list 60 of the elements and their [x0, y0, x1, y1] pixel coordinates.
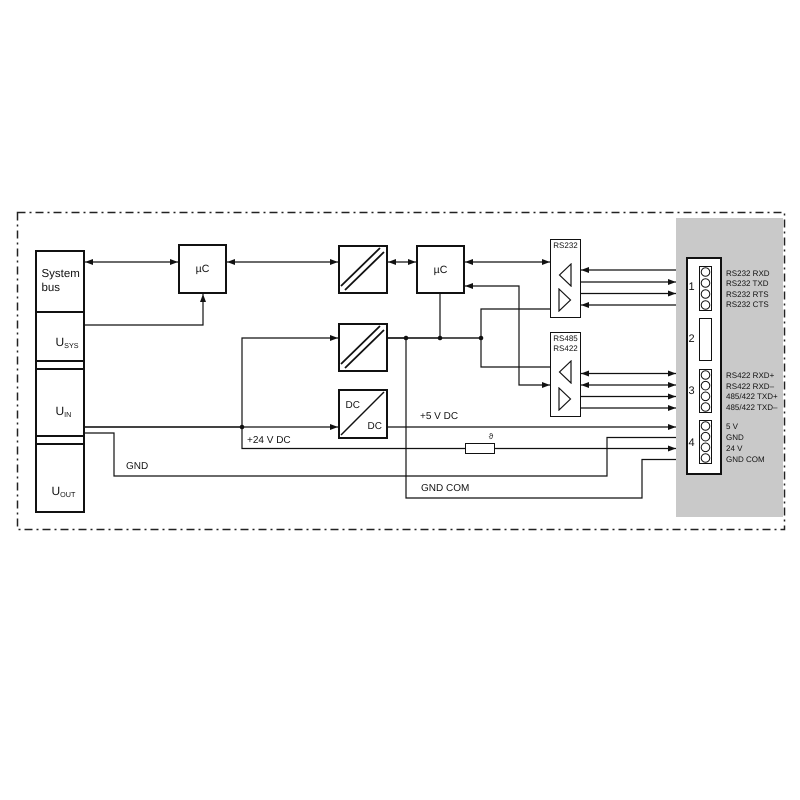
pin-label: RS422 RXD+ [726, 371, 774, 381]
pin-label: 485/422 TXD– [726, 402, 778, 412]
system-bus-block [35, 250, 85, 313]
arrow [581, 394, 676, 400]
block-label: DC [368, 420, 382, 432]
pin-label: 5 V [726, 422, 738, 432]
edge-label: GND [125, 461, 150, 472]
edge-label: GND COM [420, 483, 470, 494]
connector-number: 4 [688, 436, 695, 450]
pin-label: RS232 RTS [726, 290, 769, 300]
pin-label: 24 V [726, 444, 742, 454]
block-label: µC [196, 262, 210, 276]
arrow [85, 294, 206, 326]
pin-label: RS232 RXD [726, 269, 770, 279]
edge-label: +24 V DC [246, 434, 292, 446]
block-label: U$_{OUT}$ [52, 484, 76, 498]
double-arrow [85, 259, 178, 265]
pin-label: 485/422 TXD+ [726, 392, 778, 402]
double-arrow [388, 259, 416, 265]
microcontroller-block [416, 245, 465, 294]
arrow [495, 446, 676, 452]
pin-label: RS232 TXD [726, 279, 769, 289]
block-label: RS485 RS422 [553, 334, 578, 354]
double-arrow [465, 283, 550, 388]
connector-line [388, 337, 676, 499]
connector-panel [676, 218, 783, 517]
double-arrow [465, 259, 550, 265]
double-arrow [581, 370, 676, 376]
supply-block [35, 368, 85, 437]
block-label: U$_{IN}$ [56, 404, 72, 418]
double-arrow [581, 382, 676, 388]
block-label: DC [346, 400, 360, 411]
pin-label: RS422 RXD– [726, 382, 774, 392]
connector-line [85, 426, 465, 450]
arrow [581, 279, 676, 285]
block-label: System bus [42, 266, 80, 296]
connector-line [85, 432, 676, 477]
microcontroller-block [178, 244, 227, 294]
double-arrow [227, 259, 338, 265]
arrow [581, 267, 676, 273]
connector-number: 2 [688, 332, 695, 346]
arrow [581, 302, 676, 308]
arrow [581, 290, 676, 296]
block-label: µC [434, 263, 448, 276]
arrow [581, 405, 676, 411]
supply-block [35, 313, 85, 362]
pin-label: RS232 CTS [726, 300, 769, 310]
arrow [388, 424, 676, 430]
connector-number: 1 [688, 280, 695, 294]
interface-block [550, 332, 581, 417]
terminal-block [686, 257, 722, 475]
edge-label: +5 V DC [419, 411, 460, 422]
pin-label: GND [726, 433, 744, 443]
block-label: U$_{SYS}$ [56, 336, 79, 350]
theta-symbol: ϑ [488, 432, 494, 441]
interface-block [550, 239, 581, 318]
block-label: RS232 [553, 240, 578, 250]
pin-label: GND COM [726, 454, 765, 464]
connector-number: 3 [688, 384, 695, 398]
supply-block [35, 443, 85, 513]
